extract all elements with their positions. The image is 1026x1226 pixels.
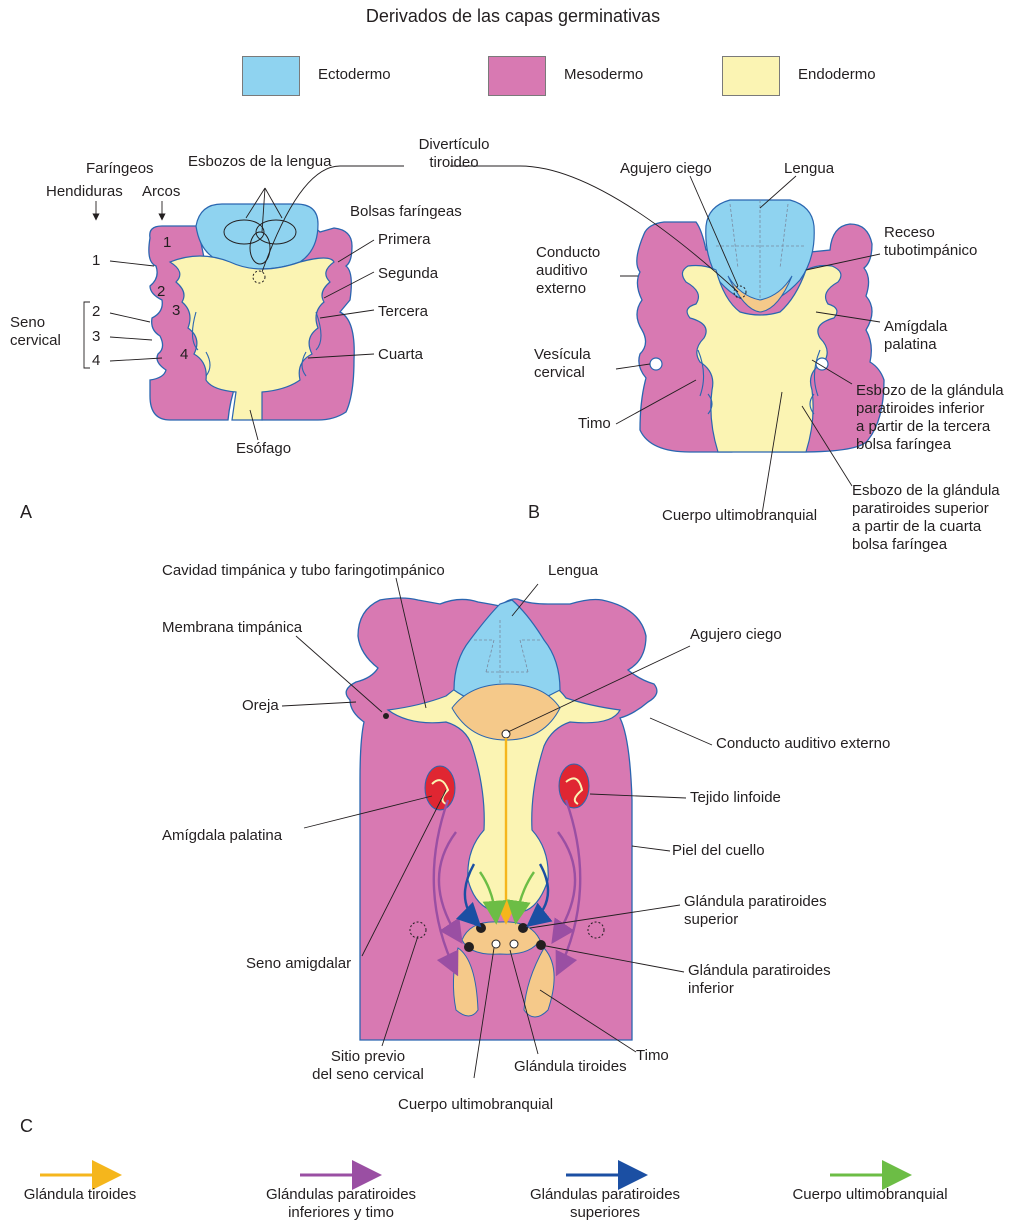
label-cuarta: Cuarta [378, 346, 423, 364]
label-arcos: Arcos [142, 183, 180, 201]
parathyroid-inf-right [536, 940, 546, 950]
cleft-1: 1 [92, 252, 100, 270]
label-piel: Piel del cuello [672, 842, 765, 860]
arch-4: 4 [180, 346, 188, 364]
panel-letter-b: B [528, 502, 540, 523]
label-primera: Primera [378, 231, 431, 249]
mesoderm-label: Mesodermo [564, 66, 643, 84]
parathyroid-sup-right [518, 923, 528, 933]
endoderm-label: Endodermo [798, 66, 876, 84]
endoderm-swatch [722, 56, 780, 96]
parathyroid-inf-left [464, 942, 474, 952]
cleft-3: 3 [92, 328, 100, 346]
label-esbozo-superior: Esbozo de la glándula paratiroides super… [852, 482, 1000, 554]
label-cuerpo-b: Cuerpo ultimobranquial [662, 507, 817, 525]
mesoderm-swatch [488, 56, 546, 96]
panel-c-figure [346, 598, 657, 1040]
label-hendiduras: Hendiduras [46, 183, 123, 201]
arch-1: 1 [163, 234, 171, 252]
panel-letter-c: C [20, 1116, 33, 1137]
palatine-tonsil-left [425, 766, 455, 810]
label-faringeos: Faríngeos [86, 160, 154, 178]
legend-superior-parathyroid-label: Glándulas paratiroides superiores [510, 1186, 700, 1222]
label-timo-c: Timo [636, 1047, 669, 1065]
label-esbozo-inferior: Esbozo de la glándula paratiroides infer… [856, 382, 1004, 454]
thyroid-gland [462, 922, 540, 954]
arch-3: 3 [172, 302, 180, 320]
ectoderm-label: Ectodermo [318, 66, 391, 84]
label-membrana: Membrana timpánica [162, 619, 302, 637]
label-oreja: Oreja [242, 697, 279, 715]
label-tejido: Tejido linfoide [690, 789, 781, 807]
label-sitio-previo: Sitio previo del seno cervical [306, 1048, 430, 1084]
arch-2: 2 [157, 283, 165, 301]
label-segunda: Segunda [378, 265, 438, 283]
label-diverticulo: Divertículo tiroideo [404, 136, 504, 172]
legend-ultimobranchial-label: Cuerpo ultimobranquial [770, 1186, 970, 1204]
legend-inferior-parathyroid-label: Glándulas paratiroides inferiores y timo [246, 1186, 436, 1222]
label-esofago: Esófago [236, 440, 291, 458]
label-conducto-b: Conducto auditivo externo [536, 244, 600, 298]
label-cavidad: Cavidad timpánica y tubo faringotimpánic… [162, 562, 445, 580]
legend-thyroid-label: Glándula tiroides [0, 1186, 160, 1204]
label-paratiroides-sup: Glándula paratiroides superior [684, 893, 827, 929]
label-esbozos-lengua: Esbozos de la lengua [188, 153, 331, 171]
label-amigdala-c: Amígdala palatina [162, 827, 282, 845]
label-tercera: Tercera [378, 303, 428, 321]
label-receso: Receso tubotimpánico [884, 224, 977, 260]
label-seno-amigdalar: Seno amigdalar [246, 955, 351, 973]
diagram-title: Derivados de las capas germinativas [0, 6, 1026, 27]
panel-letter-a: A [20, 502, 32, 523]
cleft-2: 2 [92, 303, 100, 321]
label-agujero-ciego-c: Agujero ciego [690, 626, 782, 644]
label-vesicula: Vesícula cervical [534, 346, 591, 382]
ectoderm-swatch [242, 56, 300, 96]
label-bolsas: Bolsas faríngeas [350, 203, 462, 221]
cervical-vesicle-left [650, 358, 662, 370]
label-paratiroides-inf: Glándula paratiroides inferior [688, 962, 831, 998]
label-tiroides: Glándula tiroides [514, 1058, 627, 1076]
cleft-4: 4 [92, 352, 100, 370]
parathyroid-sup-left [476, 923, 486, 933]
label-amigdala-b: Amígdala palatina [884, 318, 947, 354]
label-lengua-b: Lengua [784, 160, 834, 178]
label-timo-b: Timo [578, 415, 611, 433]
label-agujero-ciego-b: Agujero ciego [620, 160, 712, 178]
label-lengua-c: Lengua [548, 562, 598, 580]
label-conducto-c: Conducto auditivo externo [716, 735, 890, 753]
label-seno-cervical: Seno cervical [10, 314, 61, 350]
label-cuerpo-c: Cuerpo ultimobranquial [398, 1096, 553, 1114]
palatine-tonsil-right [559, 764, 589, 808]
